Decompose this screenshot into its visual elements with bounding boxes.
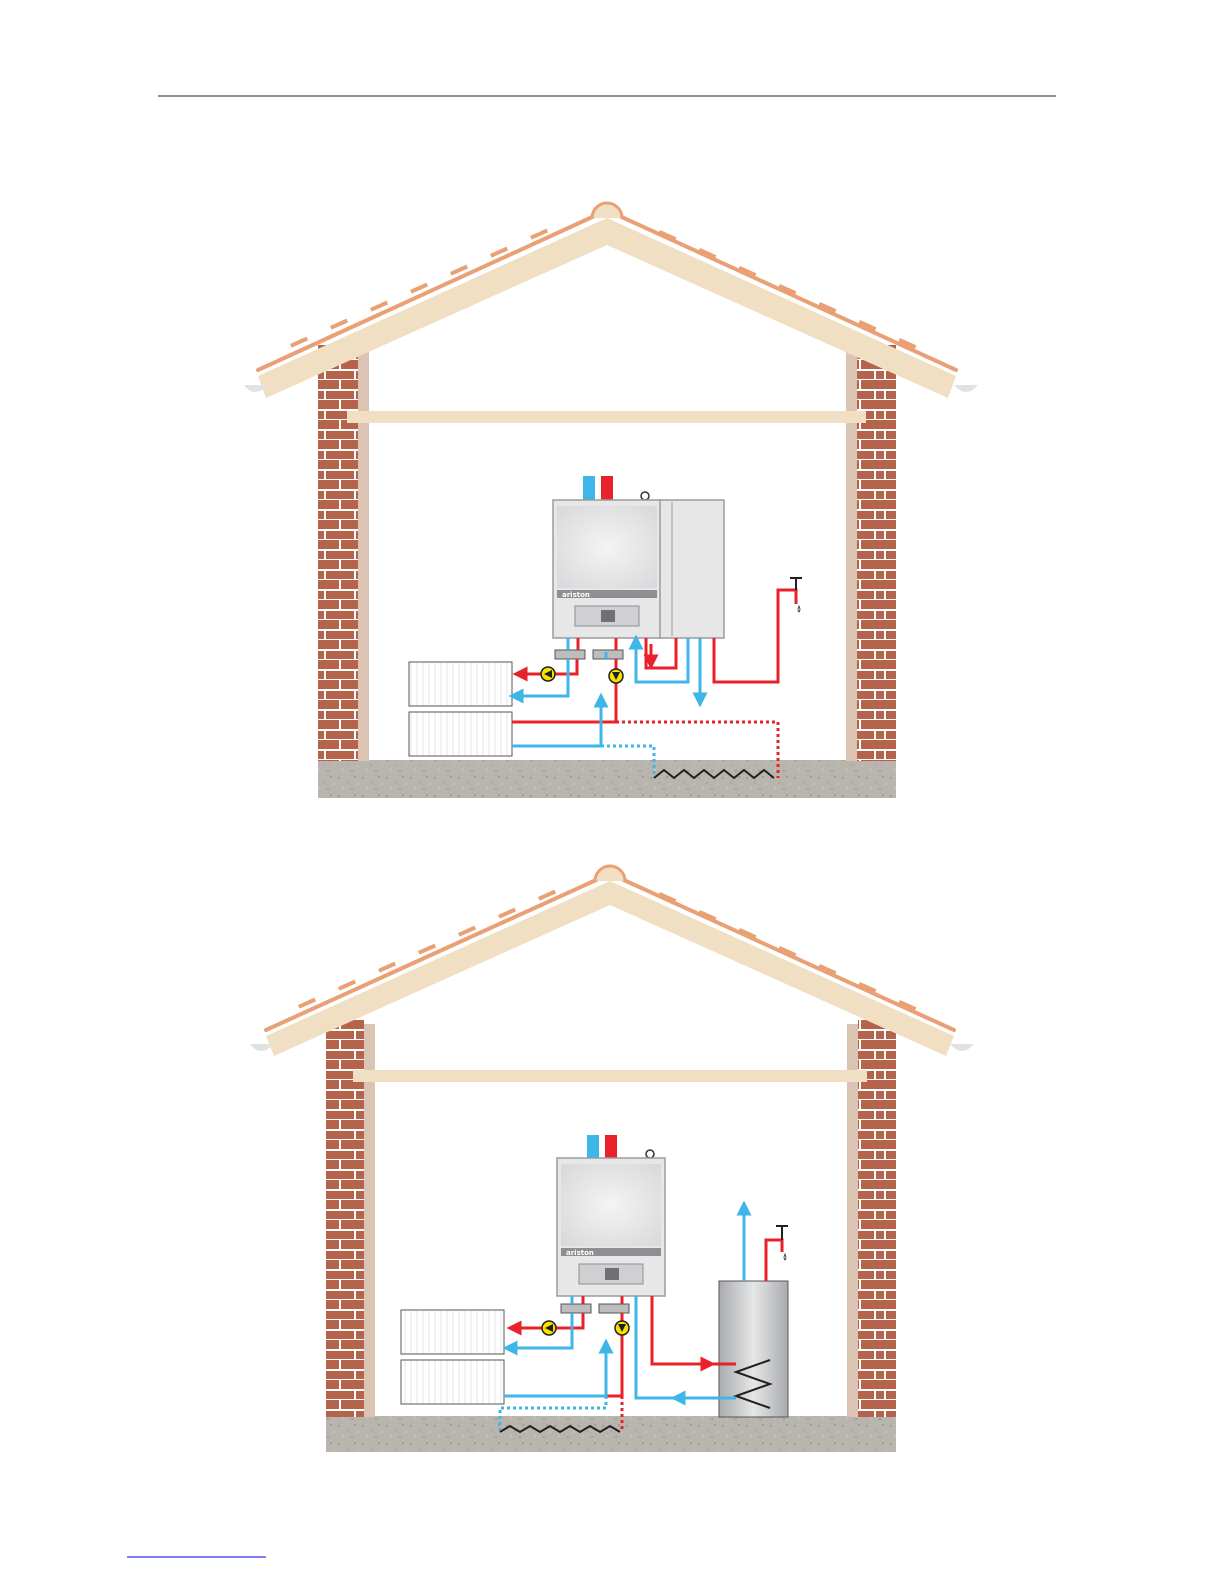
radiator-upper	[401, 1310, 504, 1354]
right-brick-wall	[857, 345, 896, 761]
radiator-lower	[409, 712, 512, 756]
left-inner-wall	[364, 1024, 375, 1417]
floor-slab	[326, 1416, 896, 1452]
air-vent-icon	[641, 492, 649, 500]
boiler-brand-label: ariston	[566, 1249, 594, 1257]
flue-hot	[605, 1135, 617, 1159]
cold-pipes	[512, 638, 700, 746]
diagram-system-with-side-cylinder: ariston	[244, 203, 978, 798]
boiler-display	[605, 1268, 619, 1280]
right-inner-wall	[847, 1024, 858, 1417]
ceiling-beam	[347, 411, 866, 423]
flue-hot	[601, 476, 613, 500]
manifold-right	[593, 650, 623, 659]
diagram-system-with-storage-cylinder: ariston	[250, 866, 974, 1452]
ridge-cap	[592, 203, 622, 218]
flue-cold	[583, 476, 595, 500]
manifold-left	[561, 1304, 591, 1313]
radiator-lower	[401, 1360, 504, 1404]
pump-icon	[541, 667, 555, 681]
gutter-icon	[950, 1044, 974, 1051]
radiator-upper	[409, 662, 512, 706]
pump-icon	[609, 669, 623, 683]
manifold-left	[555, 650, 585, 659]
boiler-screen	[557, 506, 657, 588]
ridge-cap	[595, 866, 625, 881]
boiler-screen	[561, 1164, 661, 1246]
gutter-icon	[954, 385, 978, 392]
left-brick-wall	[318, 345, 358, 761]
pump-icon	[542, 1321, 556, 1335]
air-vent-icon	[646, 1150, 654, 1158]
ceiling-beam	[353, 1070, 867, 1082]
boiler-brand-label: ariston	[562, 591, 590, 599]
flue-cold	[587, 1135, 599, 1159]
side-water-heater	[660, 500, 724, 638]
floor-slab	[318, 760, 896, 798]
manifold-right	[599, 1304, 629, 1313]
boiler-display	[601, 610, 615, 622]
pump-icon	[615, 1321, 629, 1335]
gutter-icon	[250, 1044, 274, 1051]
